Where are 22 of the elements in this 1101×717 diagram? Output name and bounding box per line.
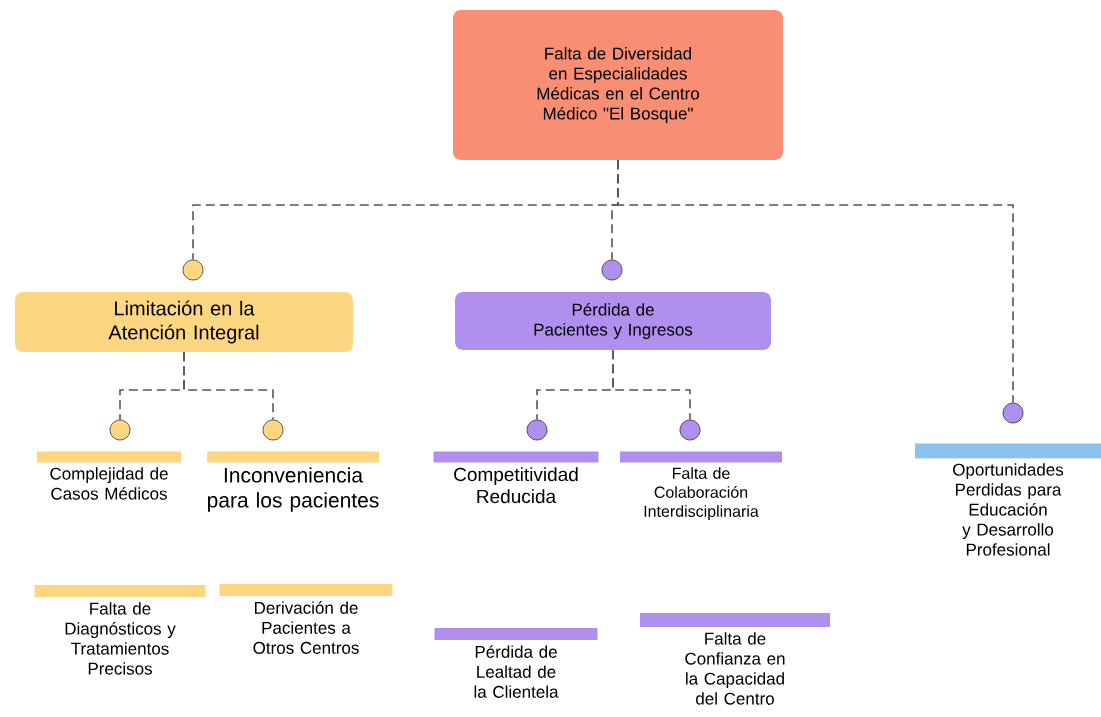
dashed-connector: [617, 159, 1014, 404]
bar-label: Derivación de Pacientes a Otros Centros: [253, 601, 359, 654]
connector-dot: [526, 419, 548, 441]
dashed-connector: [183, 351, 274, 421]
bar-label: Falta de Diagnósticos y Tratamientos Precisos: [65, 602, 176, 675]
connector-dot: [182, 259, 204, 281]
heading-box: Limitación en la Atención Integral: [15, 292, 353, 352]
bar-label: Falta de Colaboración Interdisciplinaria: [644, 467, 759, 521]
bar-label: Falta de Confianza en la Capacidad del Centro: [685, 632, 785, 705]
connector-dot: [601, 259, 623, 281]
connector-dot: [679, 419, 701, 441]
bar-label: Inconveniencia para los pacientes: [207, 467, 379, 512]
connector-dot: [262, 419, 284, 441]
heading-box: Falta de Diversidad en Especialidades Médicas en el Centro Médico "El Bosque": [453, 10, 783, 160]
heading-box: Pérdida de Pacientes y Ingresos: [455, 292, 771, 350]
bar-label: Competitividad Reducida: [454, 467, 578, 504]
bar-label: Oportunidades Perdidas para Educación y Desarrollo Profesional: [953, 463, 1064, 556]
dashed-connector: [612, 349, 691, 421]
connector-dot: [109, 419, 131, 441]
bar-label: Pérdida de Lealtad de la Clientela: [474, 645, 559, 698]
bar-label: Complejidad de Casos Médicos: [50, 467, 168, 500]
connector-dot: [1002, 402, 1024, 424]
